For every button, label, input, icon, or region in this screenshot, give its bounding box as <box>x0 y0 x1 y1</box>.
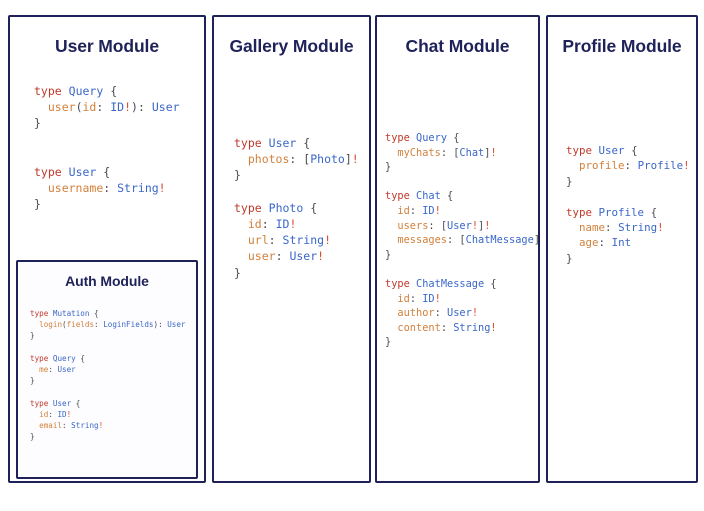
code-line: type Query { <box>30 353 85 363</box>
code-line: type Query { <box>385 132 460 144</box>
panel-title-profile-module: Profile Module <box>562 36 682 56</box>
panel-title-chat-module: Chat Module <box>405 36 510 56</box>
code-line: } <box>385 336 392 349</box>
code-line: id: ID! <box>39 409 72 419</box>
code-block-profile-module: type User { profile: Profile!} type Prof… <box>566 143 690 266</box>
code-line: user: User! <box>247 249 325 264</box>
panel-gallery-module[interactable]: Gallery Module type User { photos: [Phot… <box>212 15 371 483</box>
code-line: login(fields: LoginFields): User <box>39 320 186 330</box>
code-line: } <box>30 331 35 341</box>
panel-profile-module[interactable]: Profile Module type User { profile: Prof… <box>546 15 698 483</box>
code-line: type Photo { <box>234 200 318 215</box>
code-line: } <box>234 265 241 280</box>
code-line <box>30 342 186 353</box>
code-line: url: String! <box>247 233 331 248</box>
code-line: id: ID! <box>397 204 441 217</box>
code-line: type Profile { <box>566 205 658 219</box>
panel-chat-module[interactable]: Chat Module type Query { myChats: [Chat]… <box>375 15 540 483</box>
code-line: content: String! <box>397 321 497 334</box>
code-block-auth-module: type Mutation { login(fields: LoginField… <box>30 308 186 442</box>
code-line: name: String! <box>579 221 664 235</box>
code-line: email: String! <box>39 421 104 431</box>
code-line: } <box>385 161 392 174</box>
code-line: id: ID! <box>397 292 441 305</box>
code-line <box>234 184 359 200</box>
code-line: } <box>34 116 41 131</box>
code-line: type User { <box>234 136 311 150</box>
code-line: } <box>566 251 573 265</box>
code-line: type ChatMessage { <box>385 277 497 290</box>
code-block-user-module: type Query { user(id: ID!): User} type U… <box>34 83 180 213</box>
code-line: messages: [ChatMessage]! <box>397 234 540 247</box>
code-line: type Mutation { <box>30 309 99 318</box>
code-line <box>34 148 180 164</box>
code-line <box>385 175 538 190</box>
code-line: photos: [Photo]! <box>247 152 359 167</box>
code-line: } <box>34 197 41 212</box>
panel-title-user-module: User Module <box>55 36 159 56</box>
code-line: id: ID! <box>247 217 297 232</box>
code-line: author: User! <box>397 307 479 320</box>
code-line: users: [User!]! <box>397 219 491 232</box>
code-line <box>30 386 186 397</box>
code-line: type User { <box>34 165 111 180</box>
code-line: user(id: ID!): User <box>47 100 180 115</box>
panel-title-gallery-module: Gallery Module <box>229 36 354 56</box>
code-line: type User { <box>566 144 638 157</box>
code-line: } <box>30 432 35 442</box>
code-block-gallery-module: type User { photos: [Photo]!} type Photo… <box>234 135 359 281</box>
panel-title-auth-module: Auth Module <box>65 273 149 289</box>
panel-user-module[interactable]: User Module type Query { user(id: ID!): … <box>8 15 206 483</box>
code-line: } <box>234 168 241 183</box>
code-line <box>566 189 690 204</box>
code-line: username: String! <box>47 181 166 196</box>
code-line: } <box>385 248 392 261</box>
code-line: type User { <box>30 398 81 408</box>
code-line: profile: Profile! <box>579 159 690 173</box>
code-line: type Chat { <box>385 190 454 203</box>
code-line: } <box>566 174 573 188</box>
code-line <box>385 262 538 277</box>
code-line: type Query { <box>34 84 118 98</box>
code-line <box>34 132 180 148</box>
code-line: age: Int <box>579 236 632 250</box>
code-line: } <box>30 376 35 386</box>
panel-auth-module[interactable]: Auth Module type Mutation { login(fields… <box>16 260 198 479</box>
code-line: me: User <box>39 365 76 375</box>
code-block-chat-module: type Query { myChats: [Chat]!} type Chat… <box>385 131 540 350</box>
code-line: myChats: [Chat]! <box>397 146 497 159</box>
